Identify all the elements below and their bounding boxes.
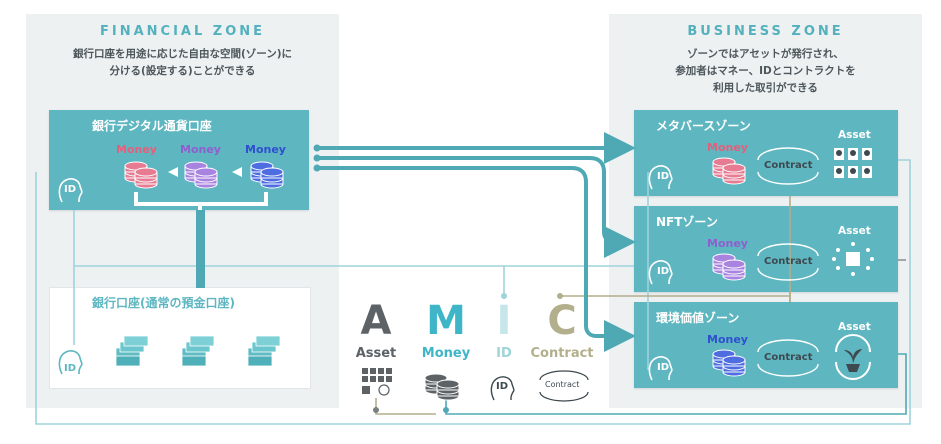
money-label-blue: Money [245,143,286,156]
environmental-contract-label: Contract [764,352,813,363]
money-transfer-arrows [168,167,242,177]
digital-account-id-label: ID [64,184,77,195]
zone-coin-blue [712,349,746,377]
contract-loop-icon [757,147,819,377]
nft-asset-label: Asset [838,225,871,237]
id-connector-lines [35,159,911,425]
financial-zone-desc-line: 銀行口座を用途に応じた自由な空間(ゾーン)に [72,48,293,60]
nft-zone-title: NFTゾーン [656,215,718,229]
environmental-asset-icon [835,334,871,380]
id-legend-dot [501,293,507,299]
avatar-grid-inner [836,150,870,174]
financial-zone-title: FINANCIAL ZONE [99,24,266,39]
financial-zone-description: 銀行口座を用途に応じた自由な空間(ゾーン)に 分ける(設定する)ことができる [26,46,339,80]
id-legend-icon [490,376,515,401]
nft-zone-panel [634,206,898,292]
environmental-id-label: ID [657,362,670,373]
amic-letter-i: I [496,298,512,344]
money-label-purple: Money [180,143,221,156]
cash-icon [115,335,149,367]
business-zone-description: ゾーンではアセットが発行され、 参加者はマネー、IDとコントラクトを 利用した取… [609,46,922,97]
business-zone-title: BUSINESS ZONE [687,24,844,39]
environmental-asset-label: Asset [838,321,871,333]
amic-word-contract: Contract [530,346,594,361]
id-head-icon [58,350,83,375]
metaverse-zone-title: メタバースゾーン [656,119,751,133]
environmental-value-zone-panel [634,302,898,388]
amic-letter-m: M [426,298,466,344]
cash-icon [181,335,215,367]
amic-word-id: ID [496,346,512,361]
amic-letter-c: C [547,298,577,344]
normal-account-id-label: ID [64,363,77,374]
nft-asset-icon [832,242,874,276]
asset-legend-icon [362,368,392,396]
metaverse-money-label: Money [707,141,748,154]
contract-connector-lines [375,196,791,415]
money-legend-icon [424,373,460,401]
business-zone-desc-line: 参加者はマネー、IDとコントラクトを [675,65,856,77]
id-legend-label: ID [496,381,509,392]
metaverse-id-label: ID [657,171,670,182]
amic-letter-a: A [360,298,392,344]
money-legend-dot [443,407,449,413]
money-flow-arrows [318,132,636,352]
business-zone-desc-line: ゾーンではアセットが発行され、 [687,48,844,60]
environmental-value-zone-title: 環境価値ゾーン [656,311,740,325]
amic-word-asset: Asset [355,346,397,361]
coin-stack-blue [250,161,284,189]
asset-legend-dot [373,407,379,413]
cash-icon [247,335,281,367]
digital-currency-account-title: 銀行デジタル通貨口座 [92,119,212,133]
coin-stack-purple [184,161,218,189]
amic-word-money: Money [421,346,471,361]
zone-coin-purple [712,253,746,281]
money-label-red: Money [116,143,157,156]
financial-zone-desc-line: 分ける(設定する)ことができる [109,65,256,77]
coin-stack-red [124,161,158,189]
contract-legend-label: Contract [545,380,580,389]
metaverse-contract-label: Contract [764,160,813,171]
account-link-bar [196,210,205,288]
contract-legend-icon [539,370,589,402]
environmental-money-label: Money [707,333,748,346]
zone-coin-red [712,157,746,185]
normal-bank-account-title: 銀行口座(通常の預金口座) [92,296,235,310]
business-zone-desc-line: 利用した取引ができる [713,82,818,94]
nft-id-label: ID [657,266,670,277]
arrow-origin-dots [313,144,321,172]
nft-money-label: Money [707,237,748,250]
metaverse-asset-label: Asset [838,129,871,141]
nft-contract-label: Contract [764,256,813,267]
contract-legend-dot [557,293,563,299]
